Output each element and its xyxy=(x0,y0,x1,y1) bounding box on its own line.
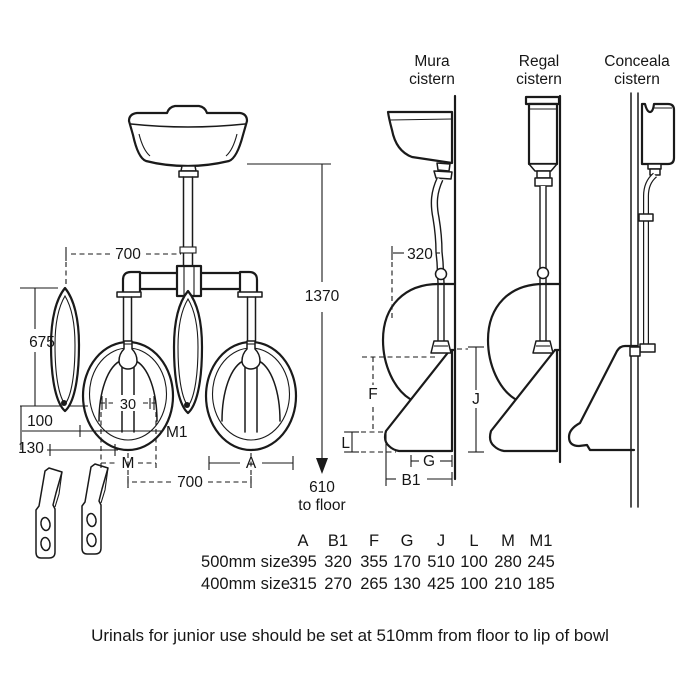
table-header-b1: B1 xyxy=(328,532,348,550)
mura-title: Mura xyxy=(414,53,450,70)
regal-title: Regal xyxy=(519,53,560,70)
mura-side-view: Mura cistern xyxy=(341,53,484,489)
pipe-clip xyxy=(638,213,654,222)
row-label-500: 500mm size xyxy=(201,553,290,571)
mura-cistern-profile xyxy=(386,110,454,180)
dim-pipe-span-700: 700 xyxy=(115,246,141,263)
dim-610: 610 xyxy=(309,479,335,496)
conceala-bowl-profile xyxy=(567,344,639,452)
dim-1370: 1370 xyxy=(305,288,340,305)
dim-m: M xyxy=(122,455,135,472)
svg-text:510: 510 xyxy=(427,553,455,571)
svg-text:130: 130 xyxy=(393,575,421,593)
table-header-m1: M1 xyxy=(530,532,553,550)
conceala-subtitle: cistern xyxy=(614,71,660,88)
cistern-front xyxy=(127,104,249,168)
mura-dim-j: J xyxy=(472,391,480,408)
regal-side-view: Regal cistern xyxy=(486,53,562,464)
svg-text:320: 320 xyxy=(324,553,352,571)
regal-subtitle: cistern xyxy=(516,71,562,88)
dim-bowl-centres-700: 700 xyxy=(177,474,203,491)
mura-dimension-lines xyxy=(344,246,484,486)
inlet-elbow xyxy=(639,343,656,353)
table-header-g: G xyxy=(401,532,414,550)
mura-bowl-profile xyxy=(381,282,457,453)
svg-text:270: 270 xyxy=(324,575,352,593)
urinal-bowl-right xyxy=(204,340,298,452)
svg-text:185: 185 xyxy=(527,575,555,593)
table-header-a: A xyxy=(297,532,308,550)
footnote: Urinals for junior use should be set at … xyxy=(91,626,609,645)
wall-bracket-right xyxy=(81,463,109,555)
division-panel-left xyxy=(49,286,81,413)
division-panel-middle xyxy=(172,289,204,415)
dim-130: 130 xyxy=(18,440,44,457)
table-header-j: J xyxy=(437,532,445,550)
svg-text:395: 395 xyxy=(289,553,317,571)
mura-dim-320: 320 xyxy=(407,246,433,263)
mura-dim-f: F xyxy=(368,386,377,403)
svg-text:100: 100 xyxy=(460,553,488,571)
mura-dim-g: G xyxy=(423,453,435,470)
svg-text:170: 170 xyxy=(393,553,421,571)
wall-bracket-left xyxy=(35,467,63,559)
table-header-l: L xyxy=(469,532,478,550)
flush-pipework-front xyxy=(116,165,263,342)
svg-text:210: 210 xyxy=(494,575,522,593)
regal-flush-pipe xyxy=(536,186,550,341)
dim-a: A xyxy=(246,455,257,472)
flush-spreader-right xyxy=(241,340,261,370)
svg-text:425: 425 xyxy=(427,575,455,593)
svg-text:265: 265 xyxy=(360,575,388,593)
mura-subtitle: cistern xyxy=(409,71,455,88)
flush-spreader-left xyxy=(118,340,138,370)
urinal-bowl-left xyxy=(81,340,175,452)
dim-m1: M1 xyxy=(166,424,188,441)
svg-text:315: 315 xyxy=(289,575,317,593)
dimension-table: A B1 F G J L M M1 500mm size 395 320 355… xyxy=(201,532,555,593)
front-dimension-lines xyxy=(20,163,331,474)
svg-text:280: 280 xyxy=(494,553,522,571)
table-row-400mm: 400mm size 315 270 265 130 425 100 210 1… xyxy=(201,575,555,593)
through-wall-connector xyxy=(629,346,641,357)
svg-text:100: 100 xyxy=(460,575,488,593)
conceala-side-view: Conceala cistern xyxy=(567,53,676,508)
regal-cistern-profile xyxy=(524,95,561,187)
conceala-title: Conceala xyxy=(604,53,670,70)
regal-bowl-profile xyxy=(486,282,562,453)
front-view: 700 1370 675 100 130 30 M1 M A 700 610 t… xyxy=(18,104,346,559)
mura-flush-pipe xyxy=(430,177,448,341)
mura-dim-l: L xyxy=(341,435,350,452)
table-header-m: M xyxy=(501,532,515,550)
conceala-flush-pipe xyxy=(629,172,658,357)
svg-text:245: 245 xyxy=(527,553,555,571)
row-label-400: 400mm size xyxy=(201,575,290,593)
mura-dim-b1: B1 xyxy=(402,472,421,489)
svg-text:355: 355 xyxy=(360,553,388,571)
front-dimension-overlays xyxy=(100,395,294,488)
dim-30: 30 xyxy=(120,397,136,413)
table-header-f: F xyxy=(369,532,379,550)
to-floor-label: to floor xyxy=(298,497,345,514)
conceala-cistern-profile xyxy=(640,102,676,176)
dim-100: 100 xyxy=(27,413,53,430)
dim-675: 675 xyxy=(29,334,55,351)
table-row-500mm: 500mm size 395 320 355 170 510 100 280 2… xyxy=(201,553,555,571)
